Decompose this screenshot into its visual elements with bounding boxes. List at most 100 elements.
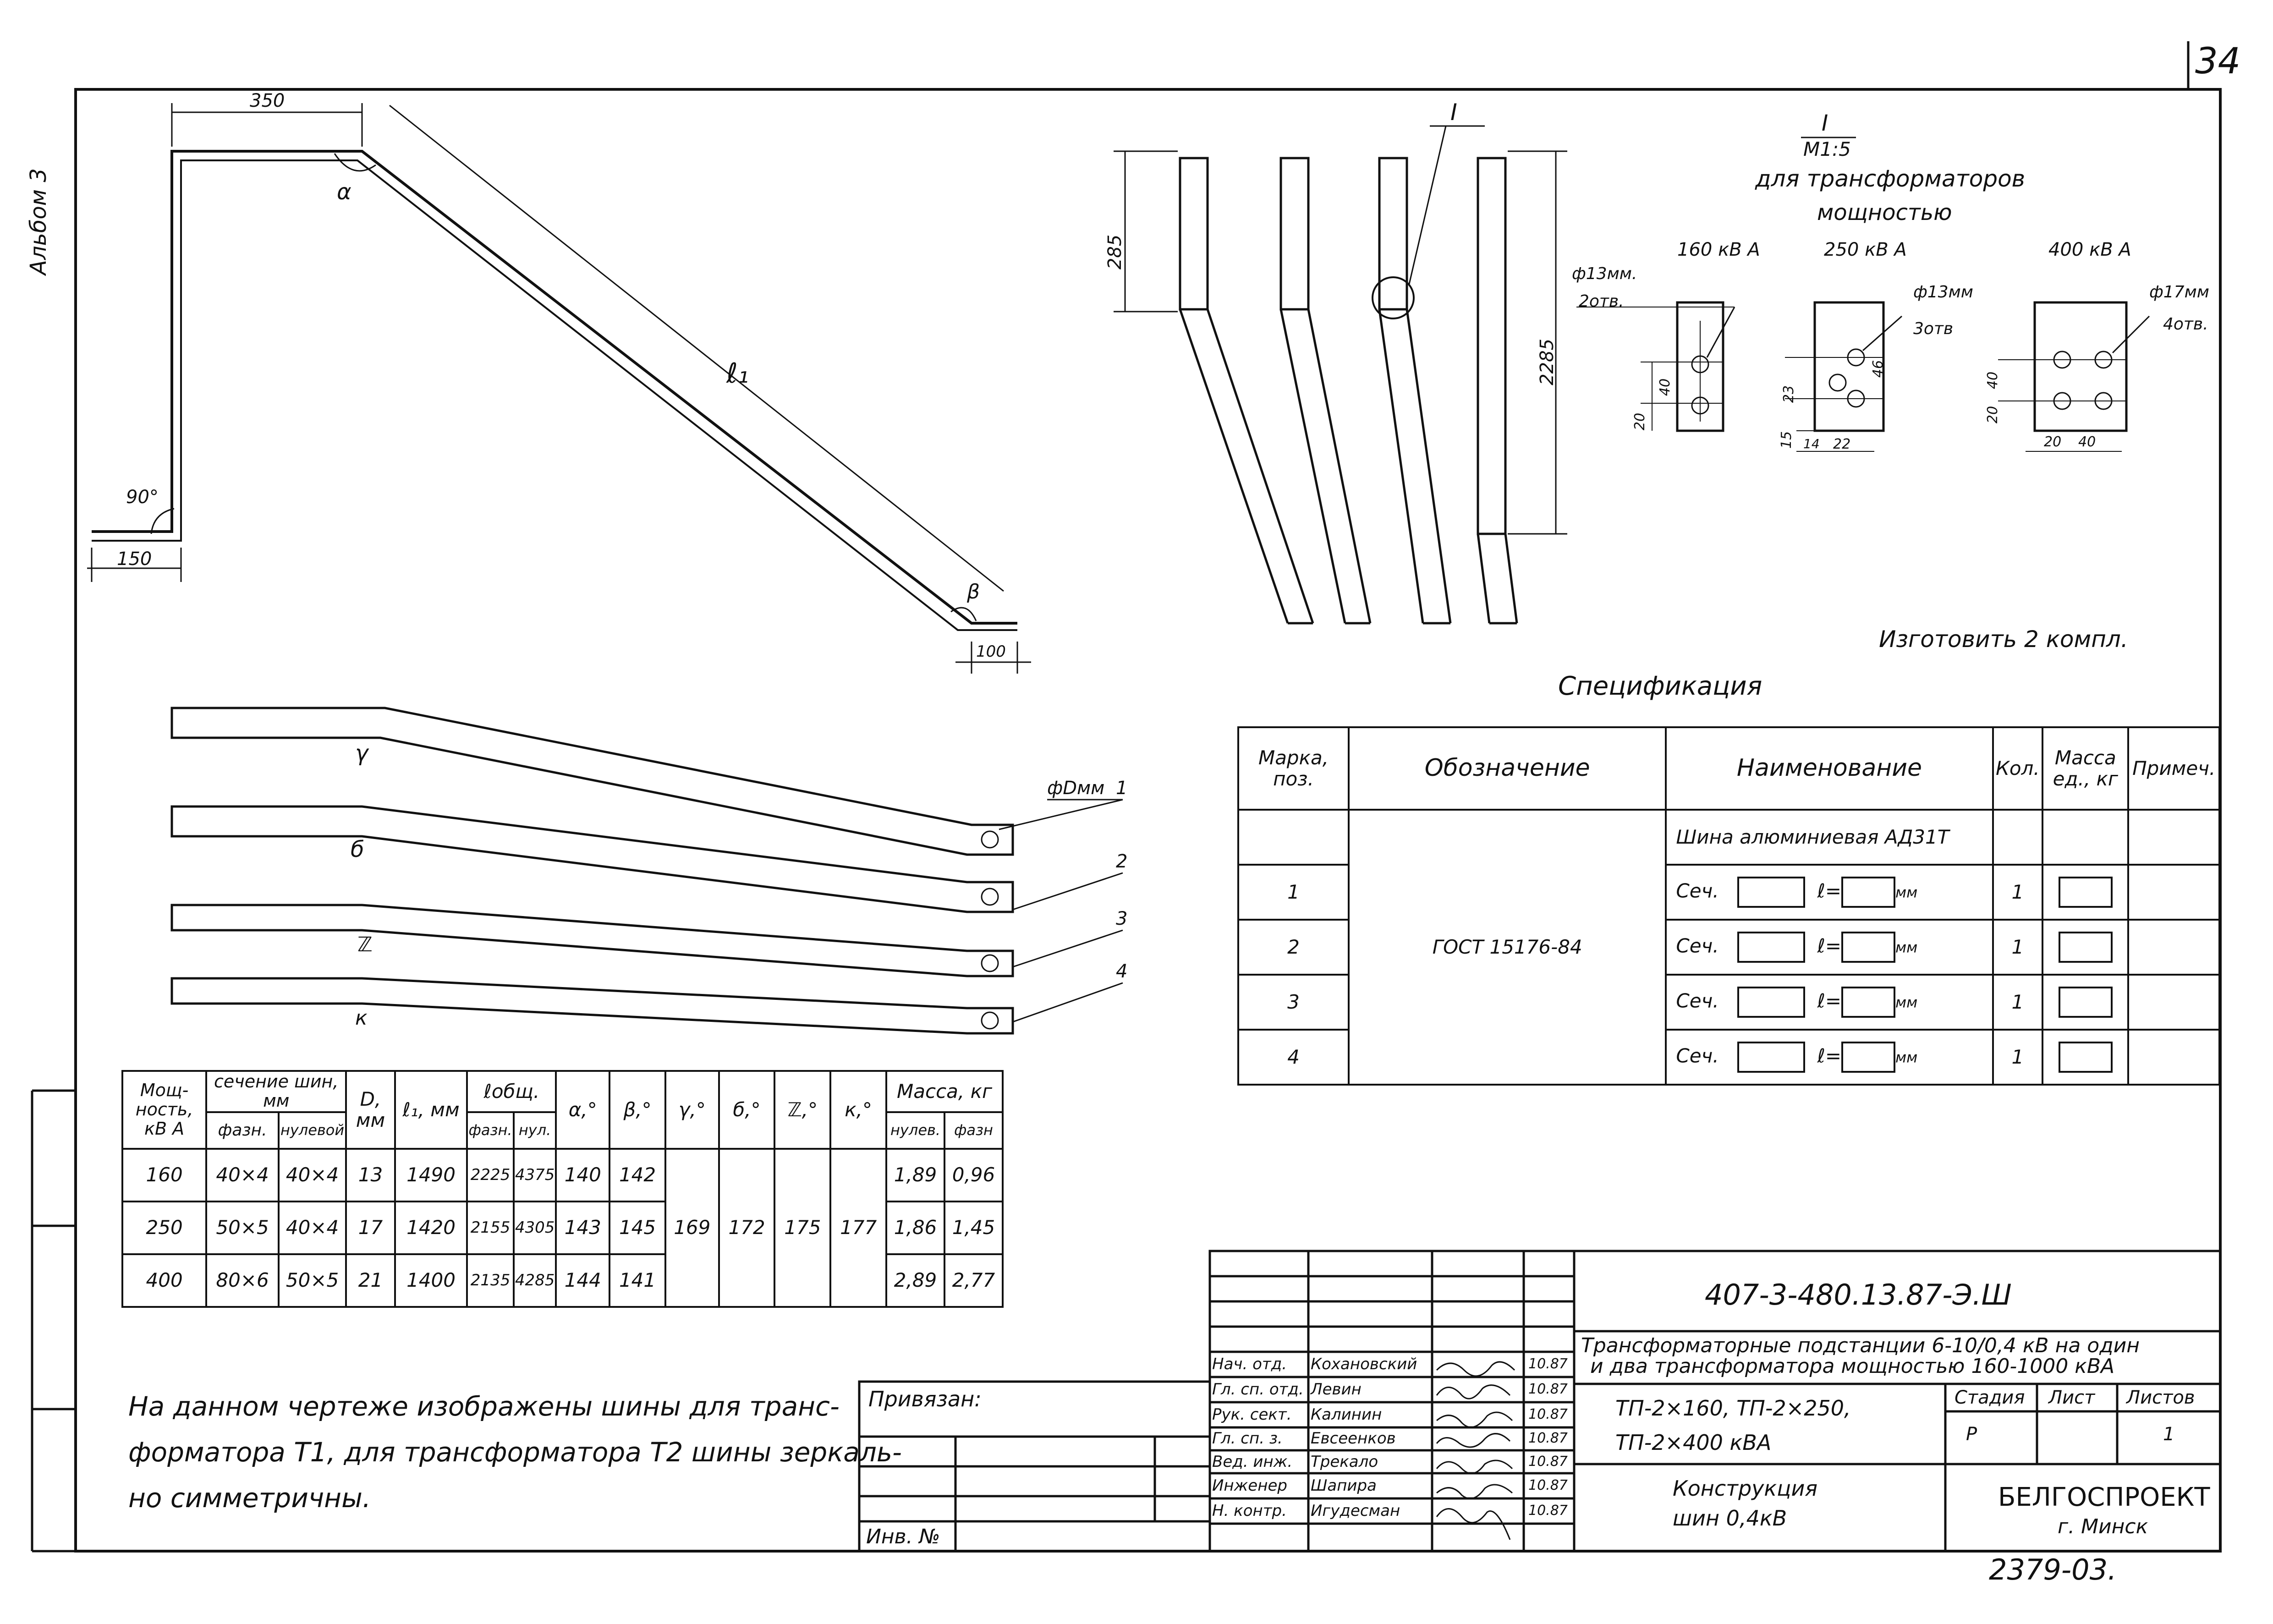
- detail-d14: 14: [1803, 436, 1820, 451]
- pt-h-z: ℤ,°: [774, 1070, 832, 1150]
- stamp-sheets-h: Листов: [2126, 1387, 2195, 1408]
- pt-h-lnull: нул.: [512, 1111, 557, 1150]
- pt-r1-a: 140: [555, 1148, 611, 1202]
- detail-p160: 160 кВ А: [1677, 239, 1760, 260]
- pt-r3-sn: 50×5: [277, 1253, 347, 1308]
- pt-k: 177: [829, 1148, 888, 1308]
- detail-d40b: 40: [2078, 434, 2096, 450]
- pt-h-gamma: γ,°: [664, 1070, 720, 1150]
- spec-qty-1: 1: [1992, 864, 2044, 921]
- stamp-types-2: ТП-2×400 кВА: [1615, 1430, 1772, 1455]
- angle-z: ℤ: [357, 933, 373, 956]
- bar-outline-inner: [92, 159, 1017, 631]
- stamp-stage-h: Стадия: [1955, 1387, 2025, 1408]
- hole-label: фDмм: [1047, 778, 1105, 799]
- pt-r3-lf: 2135: [466, 1253, 515, 1308]
- detail-hole-250-count: 3отв: [1913, 319, 1954, 338]
- pt-r2-l1: 1420: [394, 1201, 468, 1255]
- pt-r3-a: 144: [555, 1253, 611, 1308]
- stamp-role-6: Инженер: [1212, 1476, 1287, 1495]
- pt-h-lobsh: ℓобщ.: [466, 1070, 557, 1113]
- dim-150: 150: [117, 549, 152, 570]
- detail-subtitle-1: для трансформаторов: [1755, 165, 2026, 192]
- pt-r1-sn: 40×4: [277, 1148, 347, 1202]
- spec-qty-3: 1: [1992, 974, 2044, 1031]
- shape-num-3: 3: [1116, 908, 1128, 929]
- stamp-date-1: 10.87: [1528, 1356, 1568, 1372]
- spec-h-mass: Масса ед., кг: [2042, 726, 2130, 811]
- note-line-3: но симметричны.: [128, 1482, 371, 1514]
- pt-h-k: к,°: [829, 1070, 888, 1150]
- shape-bar-4: [170, 977, 1014, 1035]
- pt-r3-mn: 2,89: [885, 1253, 945, 1308]
- detail-hole-160: ф13мм.: [1572, 264, 1637, 283]
- angle-beta: β: [967, 580, 980, 604]
- power-table: Мощ-ность, кВ А сечение шин, мм D, мм ℓ₁…: [121, 1070, 1004, 1308]
- angle-alpha: α: [337, 179, 351, 205]
- pt-h-l1: ℓ₁, мм: [394, 1070, 468, 1150]
- stamp-title-2: и два трансформатора мощностью 160-1000 …: [1590, 1355, 2115, 1378]
- stamp-date-7: 10.87: [1528, 1503, 1568, 1519]
- pt-h-section: сечение шин, мм: [205, 1070, 347, 1113]
- detail-hole-250: ф13мм: [1913, 283, 1973, 302]
- pt-r3-sf: 80×6: [205, 1253, 280, 1308]
- stamp-date-5: 10.87: [1528, 1454, 1568, 1470]
- stamp-date-6: 10.87: [1528, 1477, 1568, 1493]
- stamp-role-3: Рук. сект.: [1212, 1405, 1292, 1424]
- pt-r1-l1: 1490: [394, 1148, 468, 1202]
- stamp-name-row-2: Левин: [1311, 1380, 1362, 1399]
- stamp-date-3: 10.87: [1528, 1406, 1568, 1422]
- stamp-name-row-1: Кохановский: [1311, 1355, 1417, 1373]
- stamp-name-row-7: Игудесман: [1311, 1502, 1400, 1520]
- angle-gamma: γ: [355, 741, 368, 766]
- pt-r3-mf: 2,77: [943, 1253, 1004, 1308]
- spec-name-3: Сеч. ℓ=мм: [1665, 974, 1994, 1031]
- pt-h-mass: Масса, кг: [885, 1070, 1004, 1113]
- spec-name-1: Сеч. ℓ=мм: [1665, 864, 1994, 921]
- pt-gamma: 169: [664, 1148, 720, 1308]
- stamp-name-row-5: Трекало: [1311, 1453, 1378, 1471]
- stamp-inv: Инв. №: [866, 1525, 940, 1548]
- detail-scale: М1:5: [1803, 138, 1851, 160]
- pt-r3-D: 21: [345, 1253, 396, 1308]
- spec-qty-4: 1: [1992, 1029, 2044, 1086]
- stamp-title-1: Трансформаторные подстанции 6-10/0,4 кВ …: [1581, 1334, 2140, 1357]
- dim-100: 100: [976, 642, 1006, 661]
- pt-h-mphase: фазн: [943, 1111, 1004, 1150]
- angle-k: к: [355, 1006, 368, 1030]
- pt-r2-sn: 40×4: [277, 1201, 347, 1255]
- pt-h-power: Мощ-ность, кВ А: [121, 1070, 208, 1150]
- callout-I: I: [1450, 99, 1457, 126]
- pt-h-phase: фазн.: [205, 1111, 280, 1150]
- pt-r1-b: 142: [609, 1148, 666, 1202]
- bar-outline-outer: [92, 150, 1017, 625]
- stamp-name-row-4: Евсеенков: [1311, 1429, 1396, 1448]
- pt-r1-ln: 4375: [512, 1148, 557, 1202]
- pt-b: 172: [718, 1148, 776, 1308]
- pt-r3-ln: 4285: [512, 1253, 557, 1308]
- shape-bar-2: [170, 805, 1014, 913]
- stamp-attached: Привязан:: [868, 1387, 982, 1411]
- stamp-org-2: г. Минск: [2058, 1515, 2148, 1538]
- make-note: Изготовить 2 компл.: [1879, 626, 2128, 653]
- stamp-name-row-3: Калинин: [1311, 1405, 1382, 1424]
- spec-name-4: Сеч. ℓ=мм: [1665, 1029, 1994, 1086]
- stamp-role-5: Вед. инж.: [1212, 1453, 1293, 1471]
- stamp-sheets: 1: [2163, 1424, 2175, 1445]
- pt-h-null: нулевой: [277, 1111, 347, 1150]
- stamp-stage: Р: [1966, 1424, 1977, 1445]
- pt-r1-lf: 2225: [466, 1148, 515, 1202]
- shape-bar-3: [170, 904, 1014, 977]
- spec-h-qty: Кол.: [1992, 726, 2044, 811]
- spec-pos-3: 3: [1237, 974, 1350, 1031]
- detail-d20b: 20: [2044, 434, 2062, 450]
- detail-subtitle-2: мощностью: [1817, 200, 1952, 225]
- pt-r2-D: 17: [345, 1201, 396, 1255]
- stamp-name-2: шин 0,4кВ: [1673, 1506, 1787, 1531]
- detail-title: I: [1822, 110, 1828, 136]
- pt-r1-p: 160: [121, 1148, 208, 1202]
- stamp-org-1: БЕЛГОСПРОЕКТ: [1998, 1482, 2210, 1512]
- stamp-role-2: Гл. сп. отд.: [1212, 1380, 1304, 1399]
- sheet-number: 34: [2195, 41, 2241, 82]
